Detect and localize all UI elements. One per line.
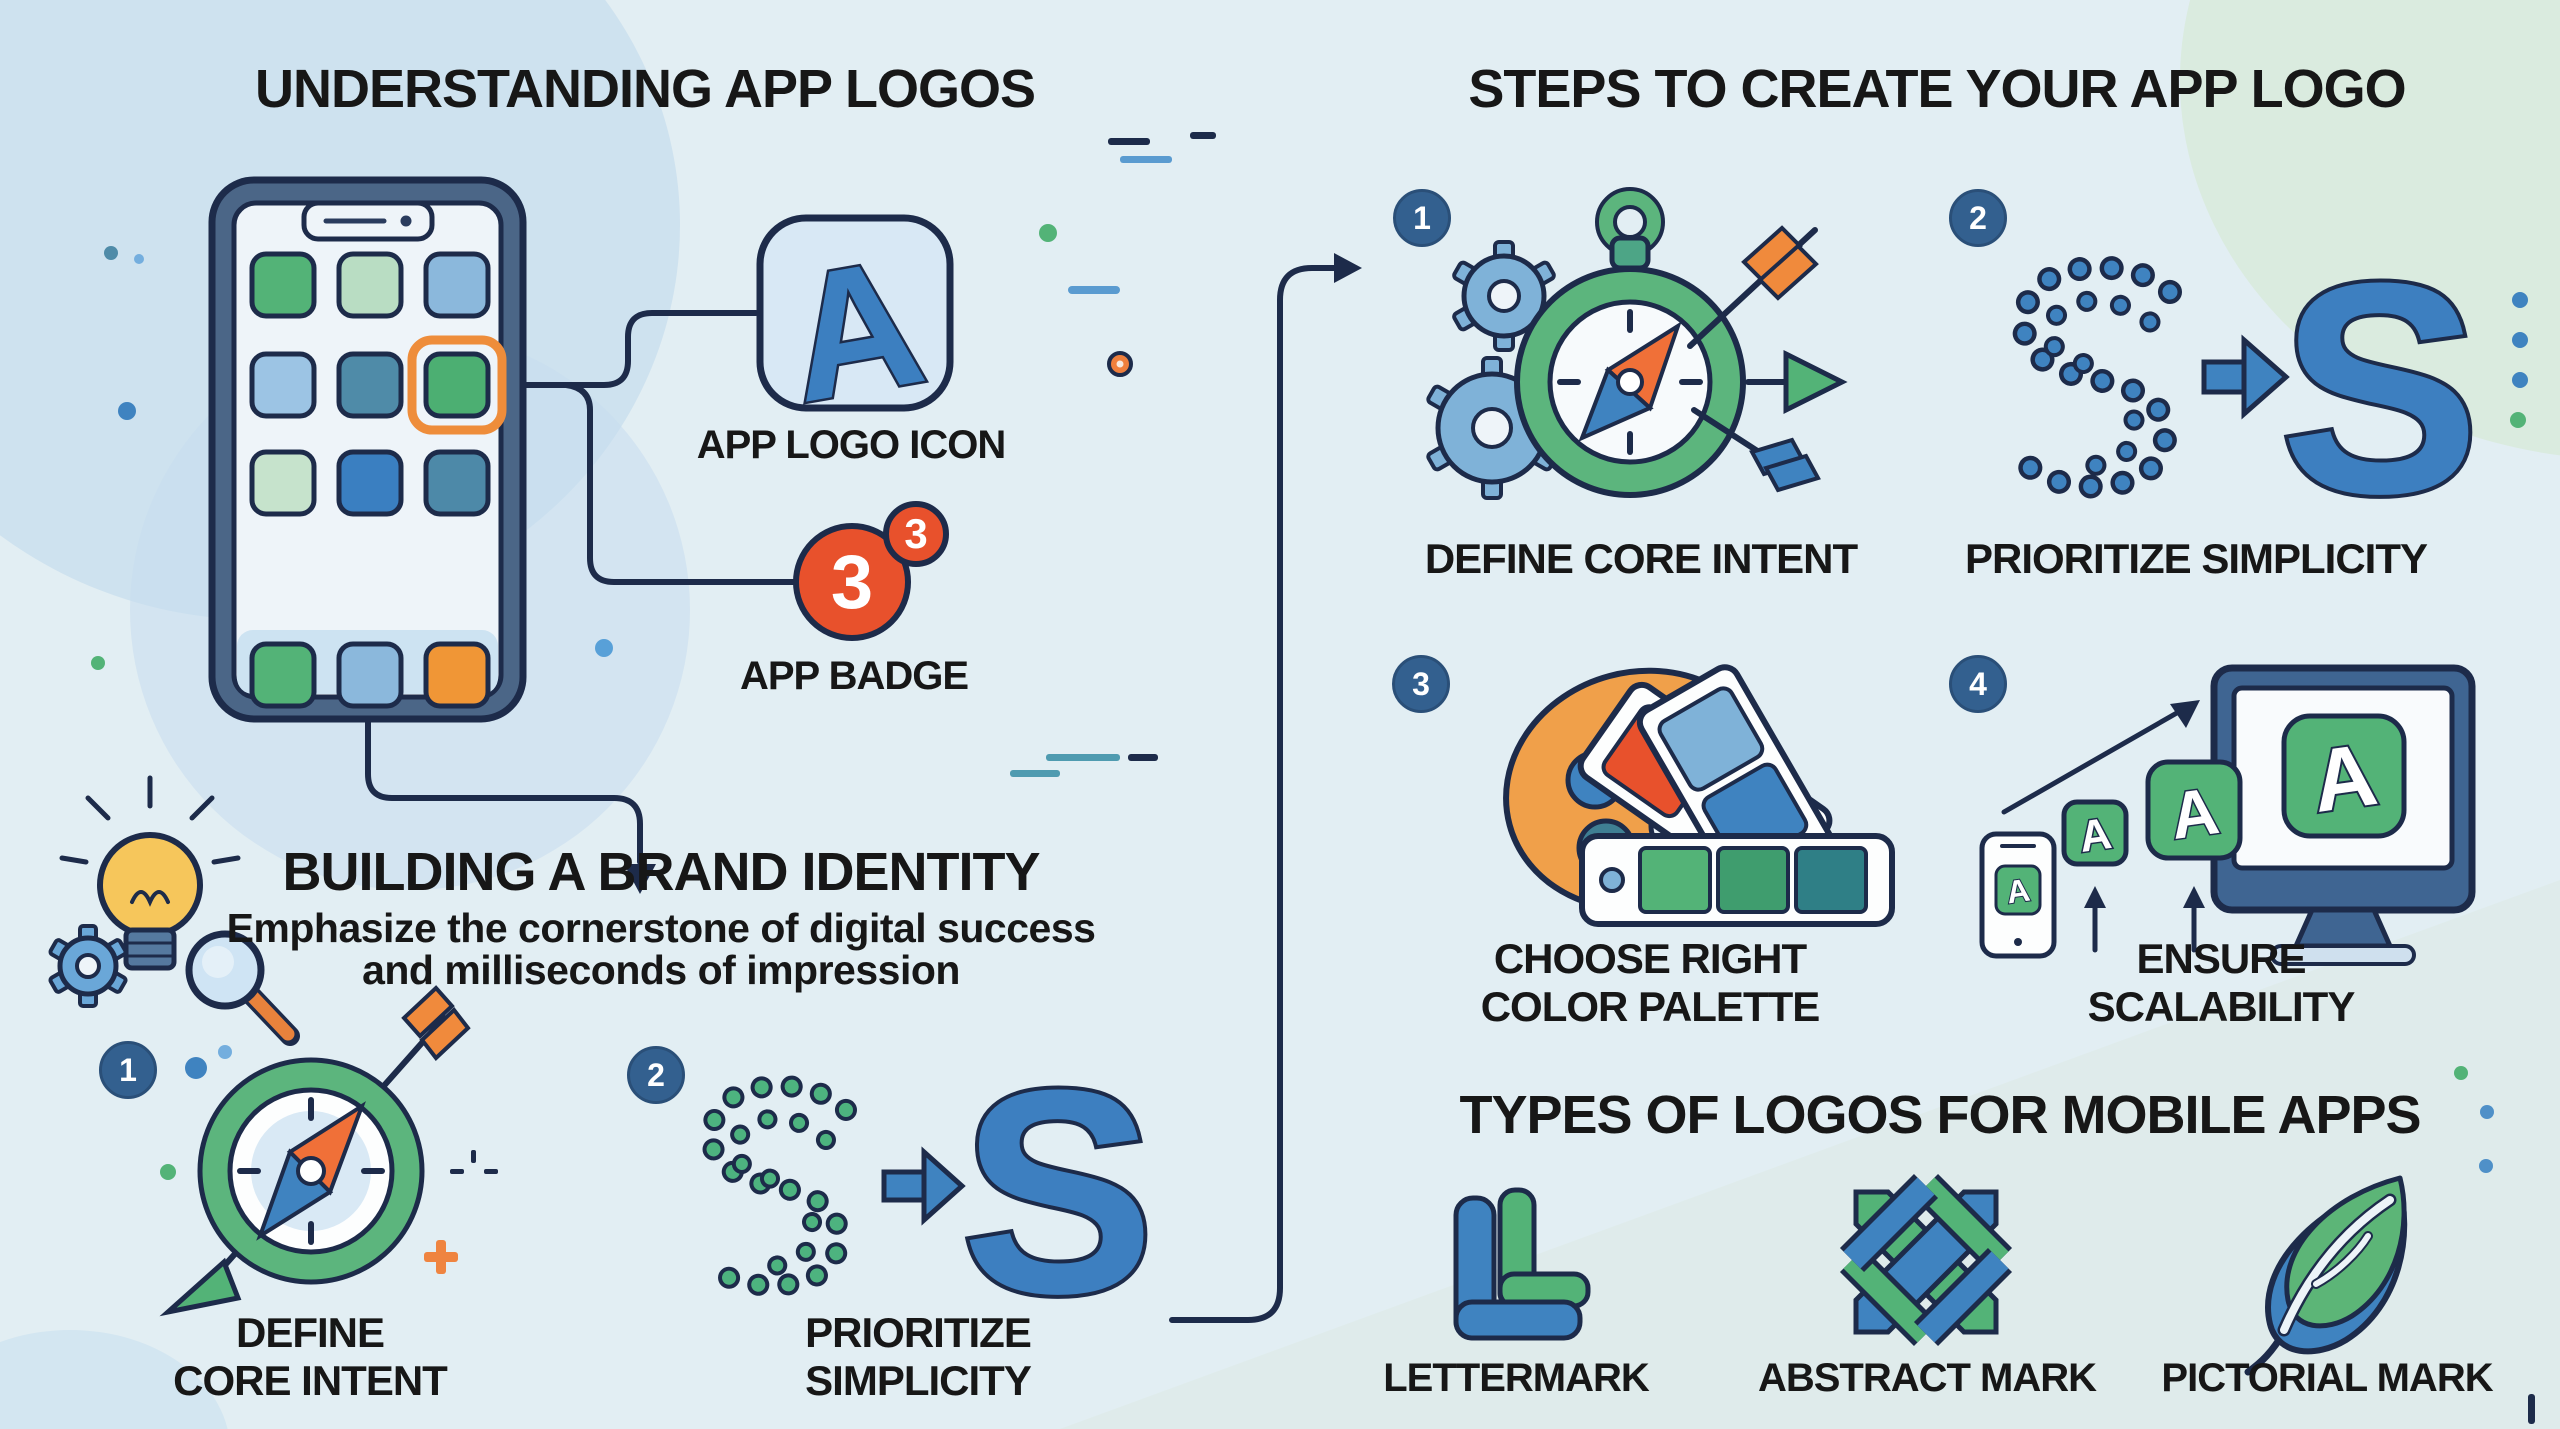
right-step4-number-badge: 4	[1949, 655, 2007, 713]
right-step4-scalability-icon: A A A A	[1979, 664, 2476, 966]
logo-tile-medium: A	[2145, 759, 2243, 861]
left-step1-number-badge: 1	[99, 1041, 157, 1099]
swatch-card-green	[1579, 833, 1895, 927]
right-step3-palette-icon	[1503, 664, 1895, 927]
arrow-up-icon	[2084, 886, 2106, 953]
arrow-up-icon	[2183, 886, 2205, 953]
gear-icon	[1452, 240, 1556, 352]
left-step1-label: CORE INTENT	[173, 1357, 448, 1404]
type-pictorial-mark-label: PICTORIAL MARK	[2161, 1356, 2493, 1400]
right-step3-label: COLOR PALETTE	[1480, 983, 1821, 1030]
phone-app-grid	[249, 251, 491, 517]
decor-right-dots-column	[2510, 292, 2528, 428]
gear-icon	[48, 924, 128, 1008]
svg-text:A: A	[2166, 773, 2224, 853]
phone-small-icon: A	[1979, 831, 2057, 959]
right-section-title: STEPS TO CREATE YOUR APP LOGO	[1468, 59, 2406, 119]
decor-orange-ring	[1107, 351, 1133, 377]
left-step1-compass-icon	[159, 985, 498, 1317]
right-step3-number-badge: 3	[1392, 655, 1450, 713]
decor-dot-c	[118, 402, 136, 420]
logo-tile-small: A	[2061, 799, 2129, 867]
arrow-right-icon	[2201, 334, 2290, 420]
right-step4-label: SCALABILITY	[2087, 983, 2356, 1030]
svg-text:A: A	[2076, 809, 2114, 862]
svg-text:A: A	[2004, 872, 2032, 911]
app-badge-icon: 3 3	[793, 501, 949, 641]
decor-blue-line	[1068, 286, 1120, 294]
left-step2-simplicity-icon: S	[695, 1026, 1159, 1358]
badge-count-small: 3	[904, 510, 927, 557]
brand-identity-subtitle: and milliseconds of impression	[362, 947, 960, 993]
dotted-s-right	[2011, 255, 2182, 499]
decor-dashes-top-center	[1108, 132, 1216, 163]
solid-s-right: S	[2280, 220, 2480, 556]
brand-identity-subtitle: Emphasize the cornerstone of digital suc…	[226, 905, 1096, 951]
right-step1-label: DEFINE CORE INTENT	[1424, 535, 1858, 582]
right-step2-simplicity-icon: S	[2011, 216, 2484, 560]
connector-icon-to-badge	[563, 382, 797, 585]
right-step4-label: ENSURE	[2136, 935, 2306, 982]
types-section-title: TYPES OF LOGOS FOR MOBILE APPS	[1459, 1085, 2421, 1145]
dotted-s-left	[695, 1074, 857, 1297]
connector-phone-to-brand	[365, 716, 656, 894]
right-step1-stopwatch-icon	[1426, 187, 1848, 500]
app-logo-icon-label: APP LOGO ICON	[696, 423, 1007, 467]
left-step2-label: PRIORITIZE	[805, 1309, 1032, 1356]
right-step1-number-badge: 1	[1393, 189, 1451, 247]
phone-notch	[301, 200, 435, 242]
solid-s-left: S	[961, 1030, 1154, 1354]
right-step3-label: CHOOSE RIGHT	[1493, 935, 1807, 982]
magnifier-icon	[185, 930, 300, 1046]
decor-dot-b	[134, 254, 144, 264]
right-step2-number-badge: 2	[1949, 189, 2007, 247]
left-step2-label: SIMPLICITY	[805, 1357, 1032, 1404]
connector-left-to-right-column	[1169, 253, 1362, 1323]
app-logo-icon: A	[756, 214, 954, 443]
arrow-right-icon	[881, 1146, 966, 1226]
decor-teal-dashes	[1010, 754, 1158, 777]
highlighted-app-outline	[407, 335, 507, 435]
brand-idea-icon	[48, 775, 300, 1046]
right-step2-label: PRIORITIZE SIMPLICITY	[1964, 535, 2428, 582]
decor-dash-cross	[450, 1150, 498, 1174]
left-section-title: UNDERSTANDING APP LOGOS	[254, 59, 1036, 119]
phone-illustration	[208, 176, 527, 723]
brand-identity-title: BUILDING A BRAND IDENTITY	[282, 842, 1041, 902]
badge-count: 3	[831, 540, 873, 625]
decor-dot-a	[104, 246, 118, 260]
type-abstract-mark-label: ABSTRACT MARK	[1757, 1356, 2097, 1400]
left-step2-number-badge: 2	[627, 1046, 685, 1104]
phone-dock	[249, 641, 491, 709]
decor-dot-e	[595, 639, 613, 657]
abstract-mark-icon	[1839, 1173, 2013, 1347]
lettermark-icon	[1453, 1187, 1591, 1341]
connector-icon-to-logo	[499, 310, 759, 388]
pictorial-mark-icon	[2244, 1175, 2408, 1376]
monitor-icon: A	[2210, 664, 2476, 966]
decor-green-dot	[1039, 224, 1057, 242]
left-step1-label: DEFINE	[235, 1309, 385, 1356]
type-lettermark-label: LETTERMARK	[1383, 1356, 1650, 1400]
decor-dot-d	[91, 656, 105, 670]
app-badge-label: APP BADGE	[739, 654, 969, 698]
decor-orange-plus	[424, 1240, 458, 1274]
decor-bottom-right-dots	[2454, 1066, 2535, 1424]
